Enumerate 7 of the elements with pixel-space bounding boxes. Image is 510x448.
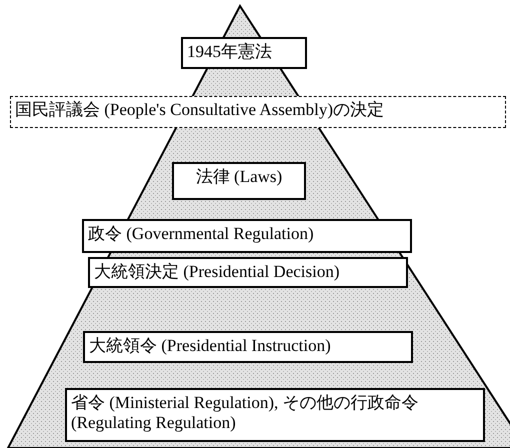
governmental-regulation-box: 政令 (Governmental Regulation) bbox=[82, 219, 412, 253]
constitution-box: 1945年憲法 bbox=[181, 37, 307, 69]
presidential-instruction-box: 大統領令 (Presidential Instruction) bbox=[83, 331, 413, 363]
presidential-decision-box: 大統領決定 (Presidential Decision) bbox=[88, 257, 408, 288]
laws-box: 法律 (Laws) bbox=[172, 162, 306, 200]
assembly-decision-box: 国民評議会 (People's Consultative Assembly)の決定 bbox=[10, 96, 506, 128]
ministerial-regulation-box: 省令 (Ministerial Regulation), その他の行政命令 (Regulating Regulation) bbox=[65, 388, 485, 442]
